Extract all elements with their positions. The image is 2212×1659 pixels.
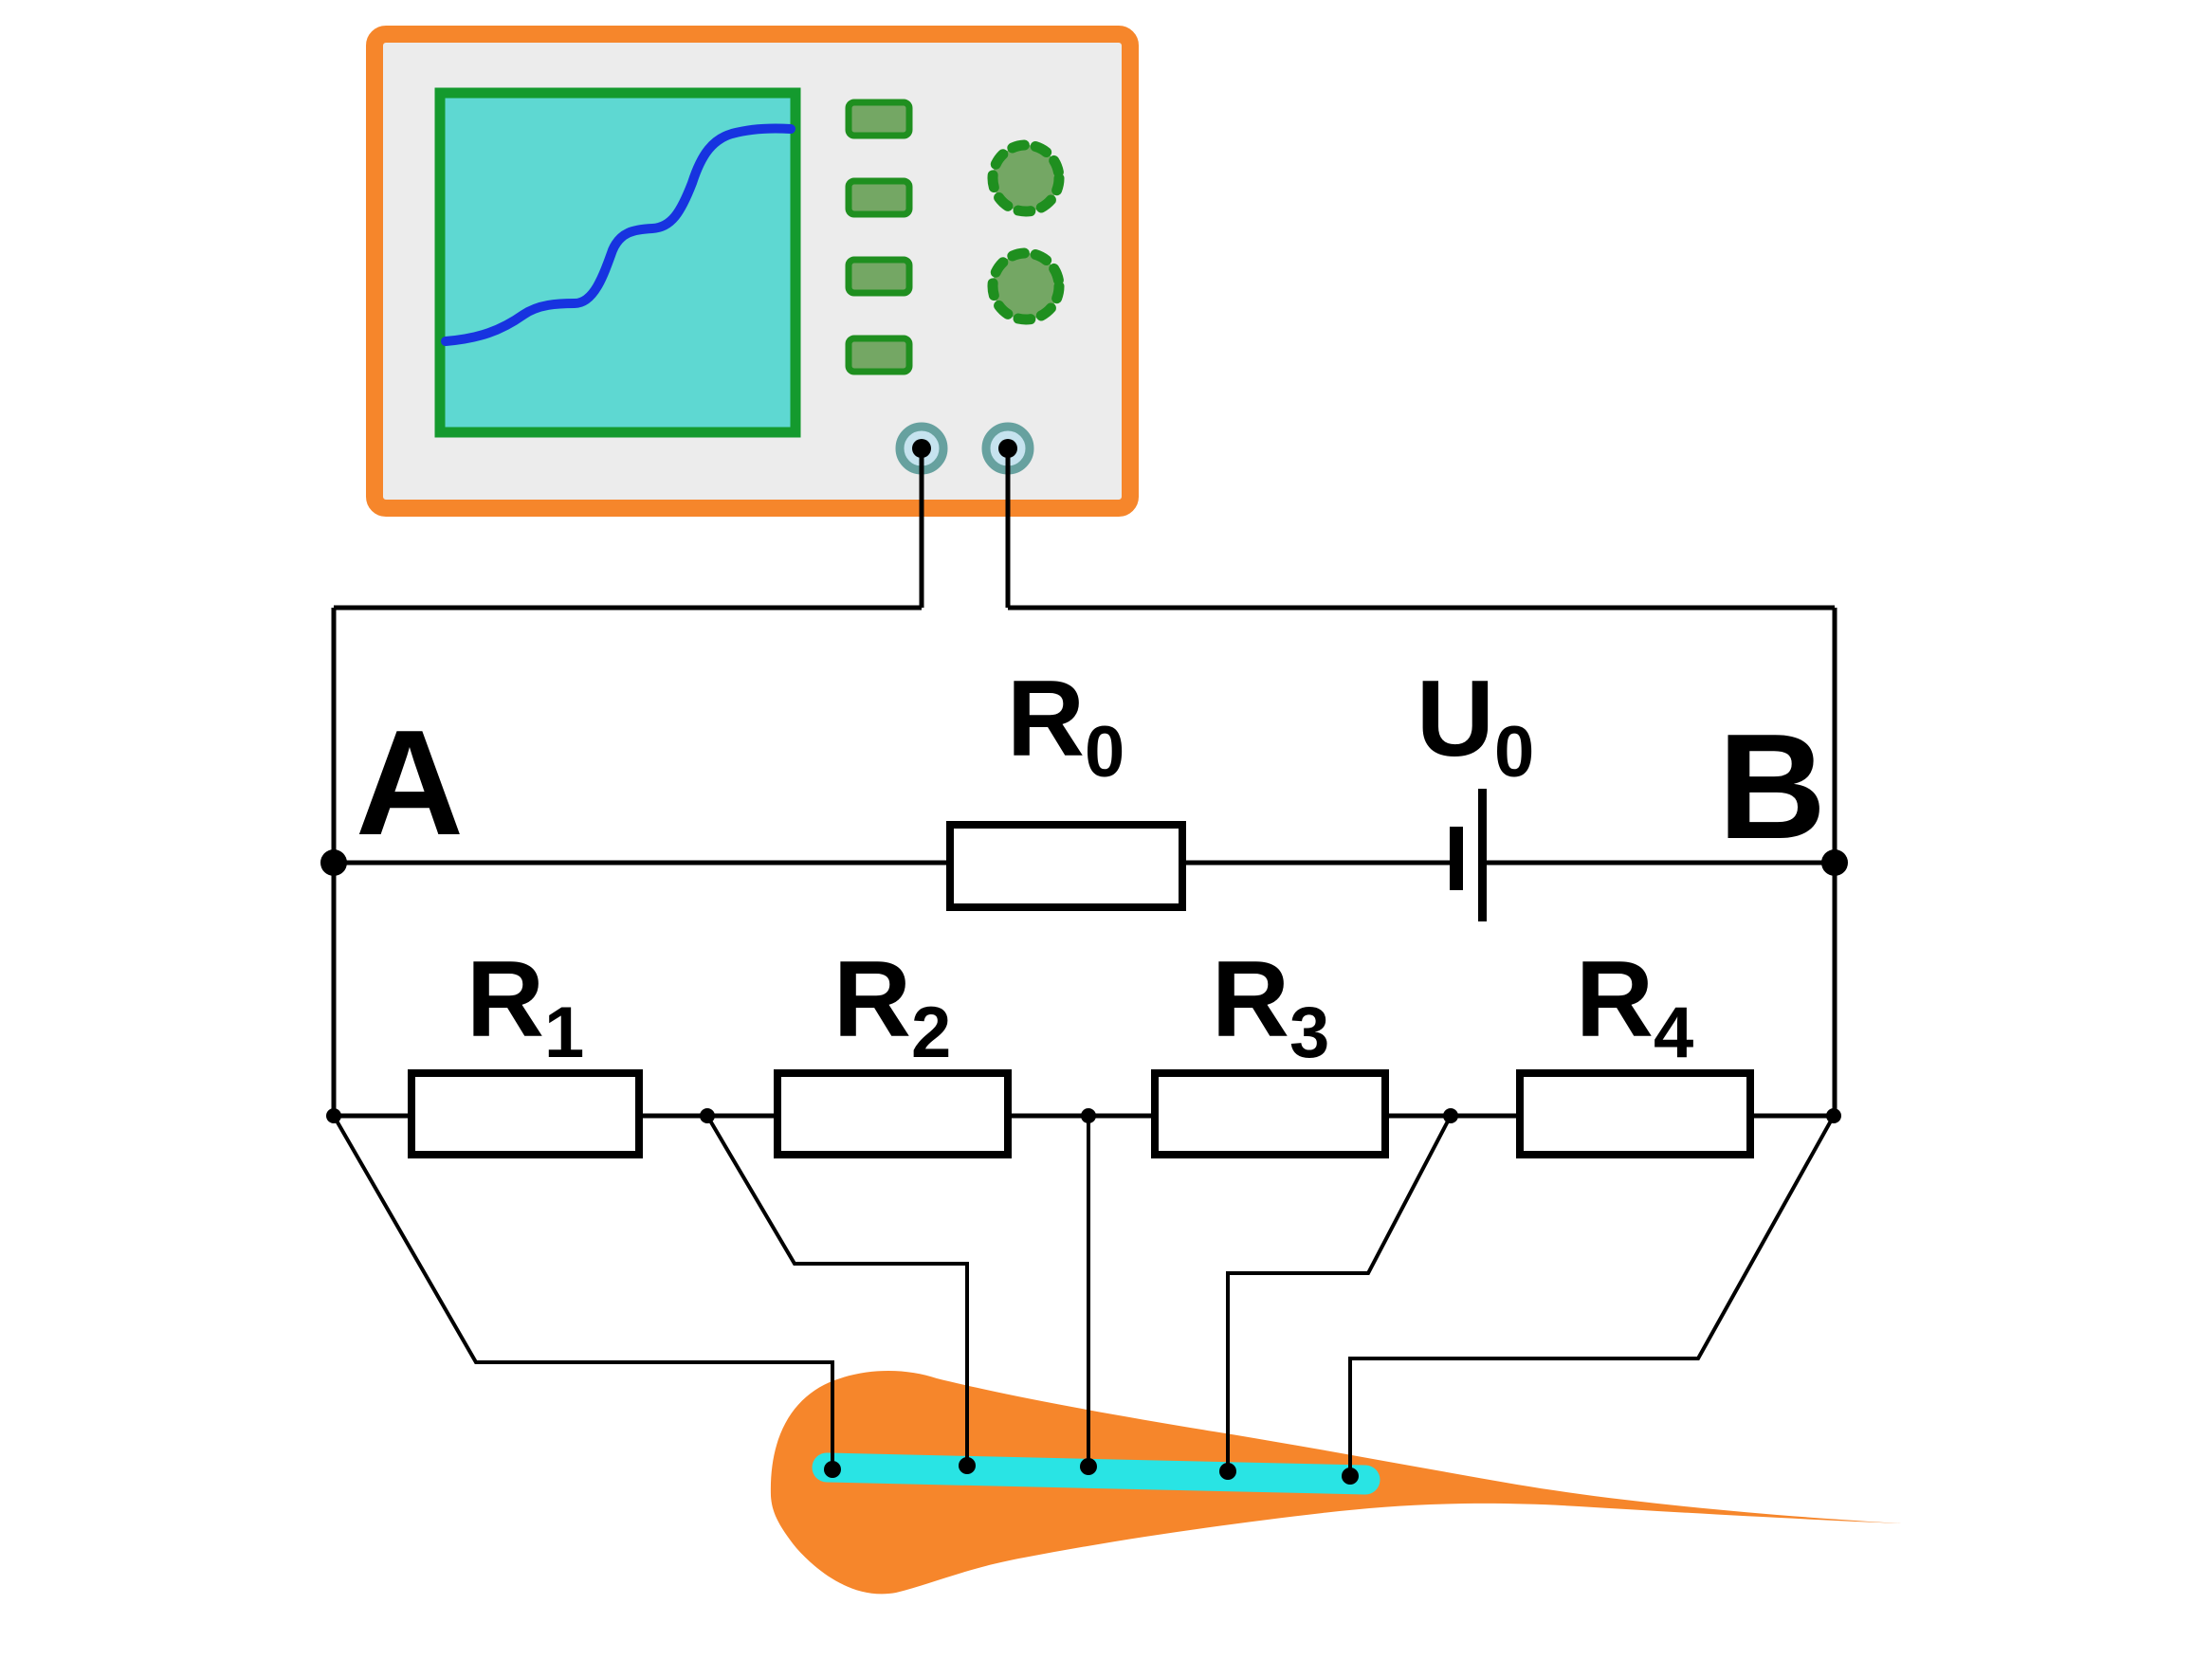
label-r3-base: R <box>1212 939 1289 1060</box>
probe-jack-pins <box>912 439 1017 458</box>
oscilloscope-screen <box>434 87 801 438</box>
electrode-wire-4 <box>1226 1115 1453 1471</box>
label-r1-base: R <box>466 939 544 1060</box>
label-r4-base: R <box>1576 939 1654 1060</box>
electrode-dot <box>959 1457 976 1474</box>
button-icon <box>845 177 913 218</box>
button-icon <box>845 99 913 139</box>
resistor-r3-box <box>1151 1069 1389 1158</box>
label-r3-sub: 3 <box>1289 993 1329 1073</box>
oscilloscope-buttons <box>845 99 913 375</box>
electrode-wires <box>332 1114 1836 1476</box>
electrode-wire-1 <box>332 1115 834 1469</box>
button-icon <box>845 335 913 375</box>
button-icon <box>845 256 913 297</box>
label-node-a: A <box>356 700 464 866</box>
node-dot-b <box>1821 849 1848 876</box>
label-u0-sub: 0 <box>1494 712 1534 793</box>
battery-symbol <box>1450 789 1487 921</box>
resistor-r0-box <box>946 821 1186 911</box>
electrode-contact-dots <box>824 1457 1359 1485</box>
probe-leads <box>919 448 1011 608</box>
electrode-dot <box>1080 1458 1097 1475</box>
node-dot <box>326 1108 341 1123</box>
electrode-dot <box>1219 1463 1236 1480</box>
node-dot <box>700 1108 715 1123</box>
label-r2-sub: 2 <box>911 993 951 1073</box>
jack-pin-dot <box>998 439 1017 458</box>
electrode-dot <box>824 1461 841 1478</box>
electrode-wire-5 <box>1348 1115 1836 1476</box>
resistor-r1-box <box>408 1069 643 1158</box>
knob-icon <box>987 247 1065 325</box>
electrode-wire-2 <box>705 1114 969 1466</box>
label-r4-sub: 4 <box>1654 993 1693 1073</box>
signal-trace-curve <box>441 123 795 346</box>
electrode-dot <box>1342 1468 1359 1485</box>
electrode-strip <box>812 1452 1380 1495</box>
resistors <box>408 821 1754 1158</box>
node-dot-a <box>320 849 347 876</box>
oscilloscope-knobs <box>987 139 1065 325</box>
label-r2: R2 <box>833 939 952 1073</box>
node-dot <box>1826 1108 1841 1123</box>
label-r0: R0 <box>1007 659 1125 793</box>
label-u0-base: U <box>1417 659 1494 779</box>
label-u0: U0 <box>1417 659 1535 793</box>
jack-pin-dot <box>912 439 931 458</box>
label-r2-base: R <box>833 939 911 1060</box>
label-r1: R1 <box>466 939 585 1073</box>
oscilloscope <box>366 26 1139 517</box>
knob-icon <box>987 139 1065 217</box>
node-dot <box>1443 1108 1458 1123</box>
label-r0-base: R <box>1007 659 1085 779</box>
node-dot <box>1081 1108 1096 1123</box>
junction-dots <box>320 849 1848 1123</box>
battery-long-plate <box>1478 789 1487 921</box>
label-r4: R4 <box>1576 939 1694 1073</box>
label-r3: R3 <box>1212 939 1330 1073</box>
resistor-r4-box <box>1516 1069 1754 1158</box>
label-r1-sub: 1 <box>544 993 584 1073</box>
battery-short-plate <box>1450 827 1463 890</box>
label-r0-sub: 0 <box>1085 712 1124 793</box>
resistor-r2-box <box>774 1069 1012 1158</box>
label-node-b: B <box>1718 703 1826 870</box>
